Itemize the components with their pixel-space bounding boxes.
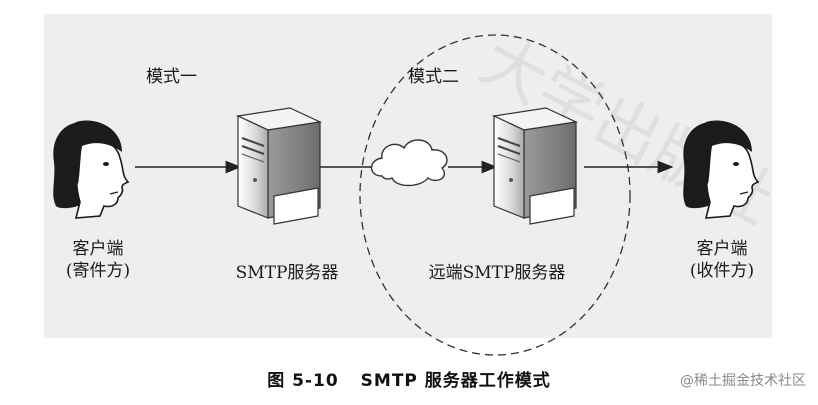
smtp-server-label: SMTP服务器 [235,263,339,283]
sender-client-line1: 客户端 [72,239,124,259]
sender-client-line2: (寄件方) [65,261,131,281]
mode-one-label: 模式一 [146,67,197,87]
remote-smtp-server-icon [491,107,579,225]
receiver-client-label: 客户端 (收件方) [672,238,772,282]
internet-cloud-icon [370,139,448,187]
source-watermark: @稀土掘金技术社区 [680,373,806,389]
sender-person-icon [53,120,130,219]
receiver-client-line1: 客户端 [696,239,748,259]
figure-caption: 图 5-10 SMTP 服务器工作模式 [0,366,818,391]
figure-number: 图 5-10 [267,371,339,391]
mode-two-label: 模式二 [408,67,459,87]
smtp-server-icon [235,107,323,225]
mode-two-boundary [359,34,631,356]
receiver-client-line2: (收件方) [689,261,755,281]
receiver-person-icon [683,120,760,219]
figure-title: SMTP 服务器工作模式 [360,371,551,391]
remote-smtp-server-label: 远端SMTP服务器 [428,263,566,283]
sender-client-label: 客户端 (寄件方) [48,238,148,282]
